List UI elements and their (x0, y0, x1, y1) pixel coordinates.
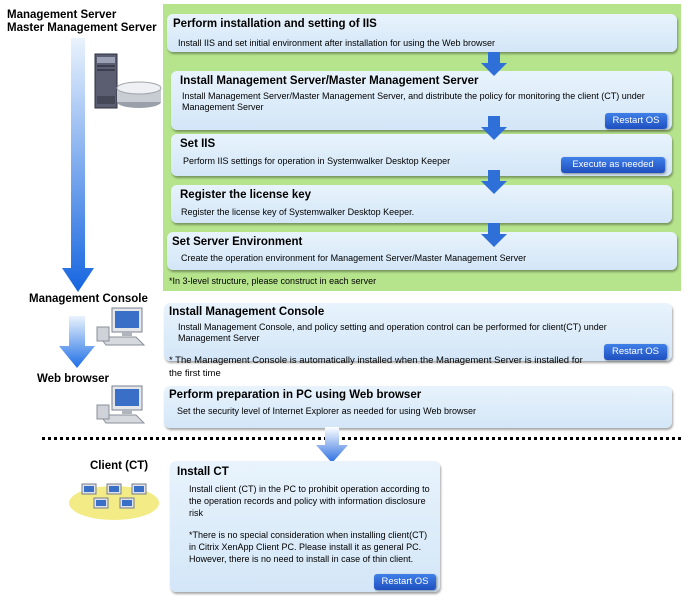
step-description: Install client (CT) in the PC to prohibi… (189, 484, 430, 518)
step-arrow (481, 223, 507, 247)
step-set-server-environment: Set Server Environment Create the operat… (167, 232, 677, 270)
server-label: Management Server Master Management Serv… (7, 9, 167, 35)
browser-pc-icon (96, 385, 146, 424)
step-title: Set IIS (180, 138, 216, 150)
step-set-iis: Set IIS Perform IIS settings for operati… (171, 134, 672, 176)
server-note: *In 3-level structure, please construct … (169, 276, 377, 286)
step-arrow (481, 116, 507, 140)
client-label: Client (CT) (90, 460, 149, 472)
step-title: Install CT (177, 466, 229, 478)
server-flow-arrow (62, 38, 94, 292)
step-note: *There is no special consideration when … (189, 530, 428, 564)
step-install-management-server: Install Management Server/Master Managem… (171, 71, 672, 130)
execute-as-needed-button[interactable]: Execute as needed (561, 157, 665, 173)
step-description: Install Management Console, and policy s… (178, 322, 607, 343)
step-install-management-console: Install Management Console Install Manag… (164, 303, 672, 361)
restart-os-button[interactable]: Restart OS (374, 574, 436, 590)
step-arrow (481, 52, 507, 76)
step-title: Set Server Environment (172, 236, 303, 248)
step-description: Create the operation environment for Man… (181, 253, 527, 263)
restart-os-button[interactable]: Restart OS (605, 113, 667, 129)
step-description: Perform IIS settings for operation in Sy… (183, 156, 451, 166)
client-pcs-icon (69, 483, 159, 520)
client-arrow (316, 427, 348, 463)
server-icon (94, 53, 162, 109)
step-description: Register the license key of Systemwalker… (181, 207, 415, 217)
step-prepare-web-browser: Perform preparation in PC using Web brow… (164, 386, 672, 428)
step-description: Install IIS and set initial environment … (178, 38, 495, 48)
restart-os-button[interactable]: Restart OS (604, 344, 667, 360)
browser-label: Web browser (37, 373, 109, 385)
step-description: Install Management Server/Master Managem… (182, 91, 645, 112)
step-title: Install Management Server/Master Managem… (180, 75, 479, 87)
server-label-line2: Master Management Server (7, 22, 157, 34)
step-install-iis: Perform installation and setting of IIS … (167, 14, 677, 52)
step-title: Perform installation and setting of IIS (173, 18, 377, 30)
step-arrow (481, 170, 507, 194)
step-title: Perform preparation in PC using Web brow… (169, 389, 422, 401)
step-title: Register the license key (180, 189, 312, 201)
step-description: Set the security level of Internet Explo… (177, 406, 476, 416)
step-title: Install Management Console (169, 306, 325, 318)
step-install-ct: Install CT Install client (CT) in the PC… (170, 461, 440, 592)
step-register-license: Register the license key Register the li… (171, 185, 672, 223)
console-pc-icon (96, 307, 146, 346)
console-note: * The Management Console is automaticall… (169, 355, 583, 379)
console-label: Management Console (29, 293, 148, 305)
console-flow-arrow (59, 316, 95, 368)
server-label-line1: Management Server (7, 9, 117, 21)
separator-line (42, 437, 681, 440)
